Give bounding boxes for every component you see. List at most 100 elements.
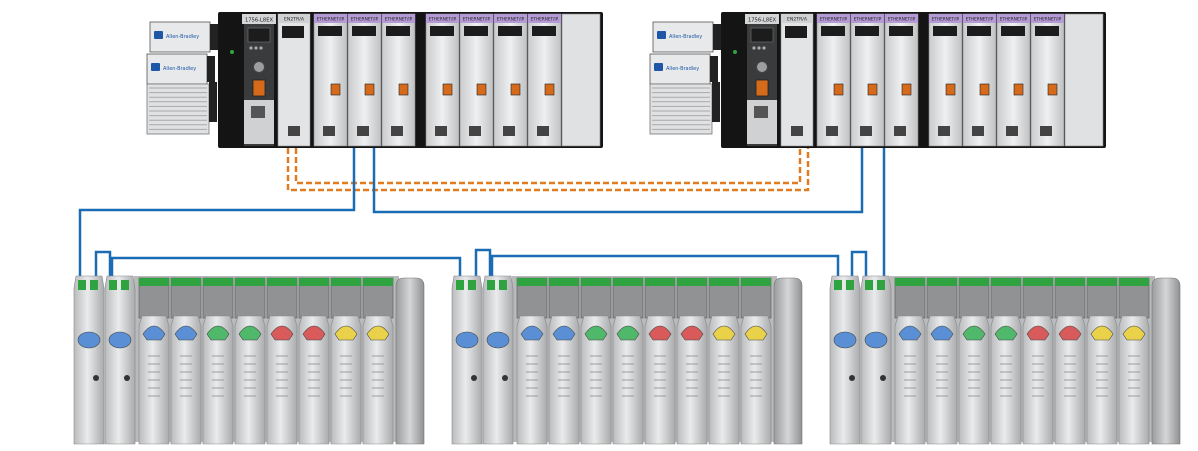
controller-display xyxy=(247,27,271,43)
keyswitch xyxy=(756,61,768,73)
brand-logo xyxy=(151,63,160,71)
drive-gauge-blue xyxy=(520,325,544,341)
io-module-label: ETHERNET/IP xyxy=(854,17,882,22)
controller-display xyxy=(750,27,774,43)
drive-terminal-strip xyxy=(895,278,925,286)
drive-terminal-strip xyxy=(139,278,169,286)
drive-module xyxy=(1118,277,1150,445)
drive-gauge-green xyxy=(962,325,986,341)
io-label-plate xyxy=(997,14,1030,23)
io-label-plate xyxy=(528,14,561,23)
drive-rack-3 xyxy=(829,275,1181,445)
power-supply-brand: Allen-Bradley xyxy=(669,34,702,40)
power-supply: Allen-Bradley xyxy=(146,53,215,85)
drive-module xyxy=(644,277,676,445)
usb-port xyxy=(251,106,265,118)
drive-daisy-chain xyxy=(474,248,492,278)
io-display xyxy=(430,26,454,36)
io-port xyxy=(537,126,549,136)
drive-module xyxy=(958,277,990,445)
adapter-gauge xyxy=(864,331,888,349)
io-module: ETHERNET/IP xyxy=(313,13,348,147)
drive-daisy-chain xyxy=(110,256,462,278)
io-status-indicator xyxy=(510,83,521,96)
adapter-knob xyxy=(880,375,886,381)
drive-terminal-strip xyxy=(517,278,547,286)
comm-module-label: EN2TR/A xyxy=(787,17,808,23)
io-status-indicator xyxy=(867,83,878,96)
power-supply-connector xyxy=(207,56,215,82)
drive-rack-endcap xyxy=(1151,277,1181,445)
io-port xyxy=(894,126,906,136)
drive-terminal-strip xyxy=(741,278,771,286)
power-supply: Allen-Bradley xyxy=(652,21,721,53)
io-port xyxy=(1006,126,1018,136)
io-label-plate xyxy=(817,14,850,23)
io-label-plate xyxy=(929,14,962,23)
io-label-plate xyxy=(314,14,347,23)
redundancy-link-a xyxy=(286,148,810,192)
drive-gauge-red xyxy=(648,325,672,341)
blank-slot xyxy=(1064,13,1104,147)
status-led xyxy=(757,46,761,50)
adapter-connector xyxy=(834,280,842,290)
io-display xyxy=(967,26,991,36)
drive-module xyxy=(1022,277,1054,445)
adapter-knob xyxy=(471,375,477,381)
drive-gauge-green xyxy=(584,325,608,341)
drive-module xyxy=(266,277,298,445)
controller-label: 1756-L8EX xyxy=(748,18,777,24)
adapter-connector xyxy=(456,280,464,290)
io-status-indicator xyxy=(833,83,844,96)
io-display xyxy=(821,26,845,36)
drive-gauge-green xyxy=(206,325,230,341)
io-module: ETHERNET/IP xyxy=(493,13,528,147)
controller-label-plate xyxy=(745,14,779,24)
io-port xyxy=(826,126,838,136)
io-status-indicator xyxy=(901,83,912,96)
adapter-body xyxy=(829,275,861,445)
status-led xyxy=(752,46,756,50)
io-module-label: ETHERNET/IP xyxy=(351,17,379,22)
drive-module xyxy=(676,277,708,445)
drive-racks xyxy=(73,275,1181,445)
adapter-gauge xyxy=(833,331,857,349)
drive-module xyxy=(612,277,644,445)
brand-logo xyxy=(654,63,663,71)
adapter-body xyxy=(104,275,136,445)
io-port xyxy=(469,126,481,136)
cable-layer xyxy=(78,140,886,278)
io-module: ETHERNET/IP xyxy=(928,13,963,147)
io-module: ETHERNET/IP xyxy=(850,13,885,147)
drive-module xyxy=(926,277,958,445)
comm-module: EN2TR/A xyxy=(277,13,311,147)
drive-rack-endcap xyxy=(773,277,803,445)
io-module-label: ETHERNET/IP xyxy=(966,17,994,22)
drive-gauge-blue xyxy=(898,325,922,341)
drive-terminal-strip xyxy=(709,278,739,286)
heatsink-body xyxy=(146,83,210,135)
io-module-label: ETHERNET/IP xyxy=(888,17,916,22)
drive-module xyxy=(362,277,394,445)
drive-module xyxy=(330,277,362,445)
io-status-indicator xyxy=(945,83,956,96)
heatsink-body xyxy=(649,83,713,135)
io-label-plate xyxy=(382,14,415,23)
io-label-plate xyxy=(348,14,381,23)
io-port xyxy=(938,126,950,136)
drive-module xyxy=(580,277,612,445)
drive-terminal-strip xyxy=(171,278,201,286)
comm-display xyxy=(785,26,807,38)
adapter-knob xyxy=(124,375,130,381)
drive-module xyxy=(740,277,772,445)
drive-gauge-red xyxy=(270,325,294,341)
drive-gauge-green xyxy=(616,325,640,341)
drive-gauge-yellow xyxy=(366,325,390,341)
drive-gauge-red xyxy=(302,325,326,341)
drive-module xyxy=(170,277,202,445)
comm-module-label: EN2TR/A xyxy=(284,17,305,23)
io-status-indicator xyxy=(330,83,341,96)
drive-terminal-strip xyxy=(235,278,265,286)
